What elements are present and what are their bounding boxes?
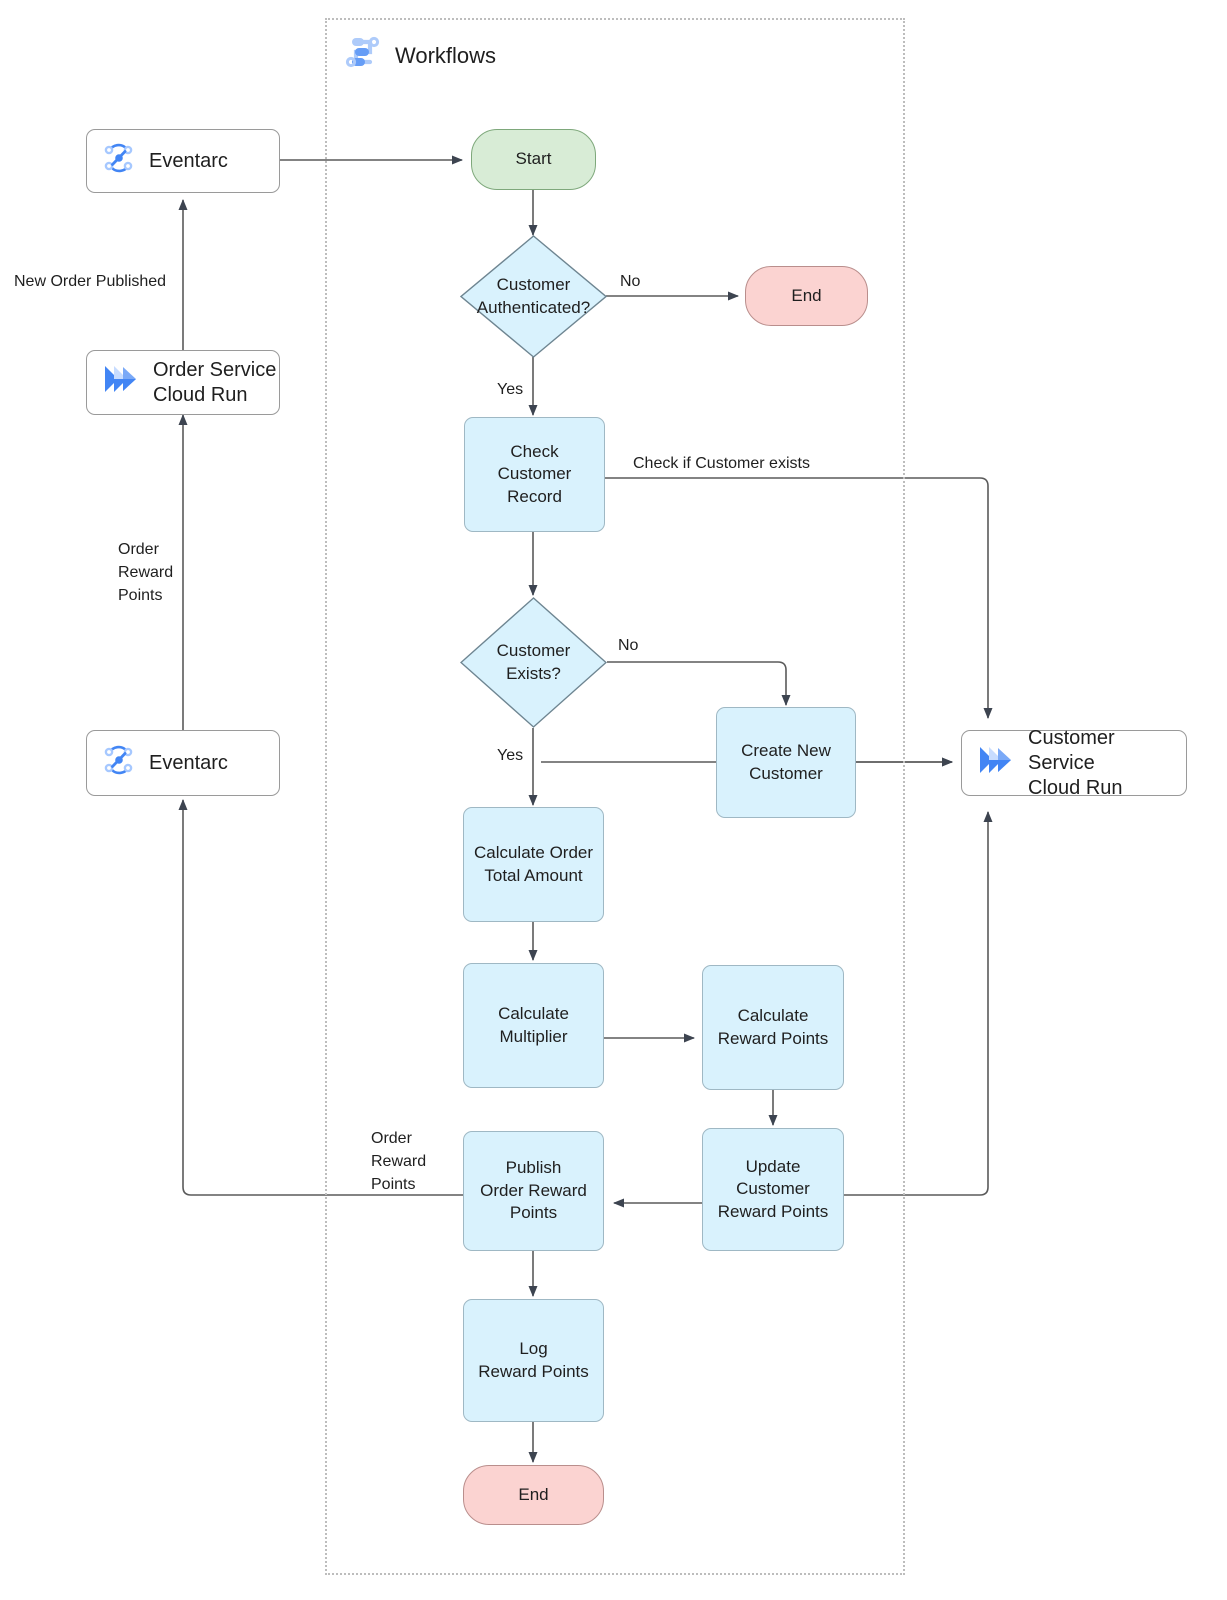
edge-label-auth-yes: Yes — [497, 381, 524, 398]
edge-label-order-reward-points-bottom: Order Reward Points — [371, 1130, 427, 1194]
node-end-top[interactable]: End — [745, 266, 868, 326]
edge-exists-no-to-create — [607, 661, 791, 706]
node-label: Calculate Multiplier — [498, 1003, 569, 1046]
node-calculate-order-total-amount[interactable]: Calculate Order Total Amount — [463, 807, 604, 922]
node-label: End — [518, 1484, 549, 1504]
node-label: Eventarc — [149, 149, 228, 172]
node-eventarc-top[interactable]: Eventarc — [86, 129, 280, 193]
node-label: Calculate Order Total Amount — [473, 842, 594, 885]
node-label: Calculate Reward Points — [717, 1005, 829, 1048]
node-calculate-reward-points[interactable]: Calculate Reward Points — [702, 965, 844, 1090]
edge-check-to-customerservice — [605, 477, 993, 719]
edge-publish-to-eventarc — [178, 799, 463, 1196]
node-start[interactable]: Start — [471, 129, 596, 190]
eventarc-icon — [101, 742, 137, 785]
workflows-container-title: Workflows — [395, 42, 497, 68]
node-end-bottom[interactable]: End — [463, 1465, 604, 1525]
diamond-shape — [460, 235, 607, 358]
node-customer-exists-decision[interactable]: Customer Exists? — [460, 597, 607, 728]
node-order-service-cloud-run[interactable]: Order Service Cloud Run — [86, 350, 280, 415]
edge-label-order-reward-points-left: Order Reward Points — [118, 541, 174, 605]
node-label: Eventarc — [149, 751, 228, 774]
edge-label-new-order-published: New Order Published — [14, 273, 167, 290]
node-label: Update Customer Reward Points — [717, 1156, 829, 1221]
node-create-new-customer[interactable]: Create New Customer — [716, 707, 856, 818]
node-log-reward-points[interactable]: Log Reward Points — [463, 1299, 604, 1422]
cloud-run-icon — [101, 362, 141, 403]
node-update-customer-reward-points[interactable]: Update Customer Reward Points — [702, 1128, 844, 1251]
node-label: Log Reward Points — [478, 1338, 589, 1381]
eventarc-icon — [101, 140, 137, 183]
node-label: Start — [515, 149, 552, 169]
node-publish-order-reward-points[interactable]: Publish Order Reward Points — [463, 1131, 604, 1251]
edge-label-exists-no: No — [618, 637, 639, 654]
node-calculate-multiplier[interactable]: Calculate Multiplier — [463, 963, 604, 1088]
node-label: End — [791, 285, 822, 305]
edge-update-to-customerservice — [844, 811, 993, 1196]
node-customer-authenticated-decision[interactable]: Customer Authenticated? — [460, 235, 607, 358]
node-eventarc-bottom[interactable]: Eventarc — [86, 730, 280, 796]
workflows-container-header: Workflows — [345, 33, 496, 78]
cloud-run-icon — [976, 743, 1016, 784]
node-customer-service-cloud-run[interactable]: Customer Service Cloud Run — [961, 727, 1187, 799]
node-label: Create New Customer — [741, 740, 831, 783]
node-label: Check Customer Record — [497, 441, 572, 506]
edge-label-exists-yes: Yes — [497, 747, 524, 764]
edge-label-check-if-customer-exists: Check if Customer exists — [633, 455, 810, 472]
node-label: Customer Exists? — [496, 640, 571, 683]
workflows-icon — [345, 33, 383, 78]
node-label: Customer Authenticated? — [476, 274, 591, 317]
workflows-container — [325, 18, 905, 1575]
edge-label-auth-no: No — [620, 273, 641, 290]
node-label: Customer Service Cloud Run — [1028, 726, 1123, 799]
node-label: Order Service Cloud Run — [153, 358, 277, 406]
node-check-customer-record[interactable]: Check Customer Record — [464, 417, 605, 532]
diamond-shape — [460, 597, 607, 728]
node-label: Publish Order Reward Points — [480, 1158, 587, 1223]
